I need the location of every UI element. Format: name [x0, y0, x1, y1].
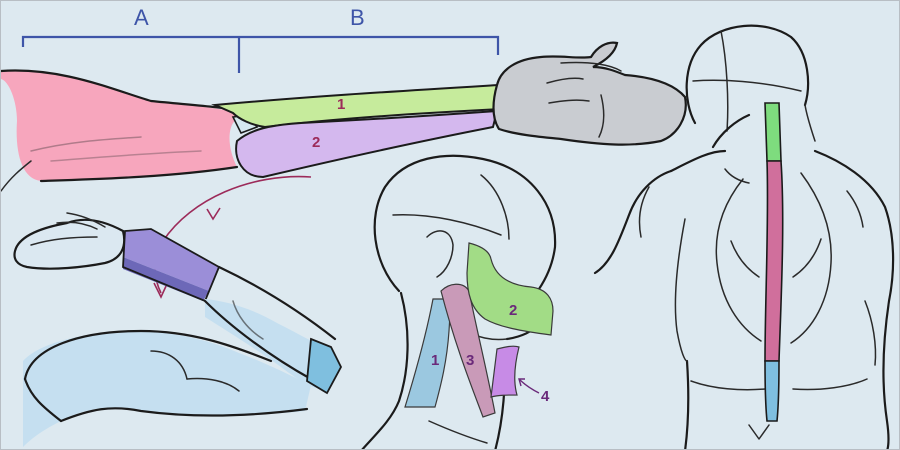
neck-muscle-1-label: 1	[431, 352, 439, 369]
measurement-bracket: A B	[21, 5, 500, 73]
neck-muscle-2-label: 2	[509, 302, 517, 319]
back-torso-figure	[593, 24, 895, 449]
spine-cervical	[764, 102, 782, 162]
hand-shape	[492, 41, 687, 146]
bent-upper-arm	[23, 331, 311, 447]
bent-arm-hand	[13, 218, 126, 270]
bracket-label-a: A	[134, 5, 149, 30]
neck-muscle-1	[404, 298, 452, 408]
arm-muscle-1-label: 1	[337, 96, 345, 113]
forearm-block-upper	[123, 229, 219, 291]
bracket-label-b: B	[350, 5, 365, 30]
head-neck-figure: 1 2 3 4	[361, 154, 557, 449]
neck-muscle-4	[490, 345, 520, 398]
bent-arm	[13, 212, 343, 447]
neck-muscle-3	[440, 283, 496, 418]
spine-thoracic	[764, 160, 784, 362]
neck-muscle-2	[466, 242, 554, 336]
wrist-block	[306, 337, 343, 395]
spine-lumbar	[764, 360, 780, 422]
arm-muscle-2-label: 2	[312, 134, 320, 151]
upper-arm-shape	[1, 70, 241, 181]
arm-muscle-1	[211, 83, 503, 129]
neck-muscle-4-label: 4	[541, 388, 550, 405]
forearm-block-lower	[123, 257, 209, 301]
extended-arm: 1 2	[1, 41, 687, 192]
neck-muscle-3-label: 3	[466, 352, 474, 369]
